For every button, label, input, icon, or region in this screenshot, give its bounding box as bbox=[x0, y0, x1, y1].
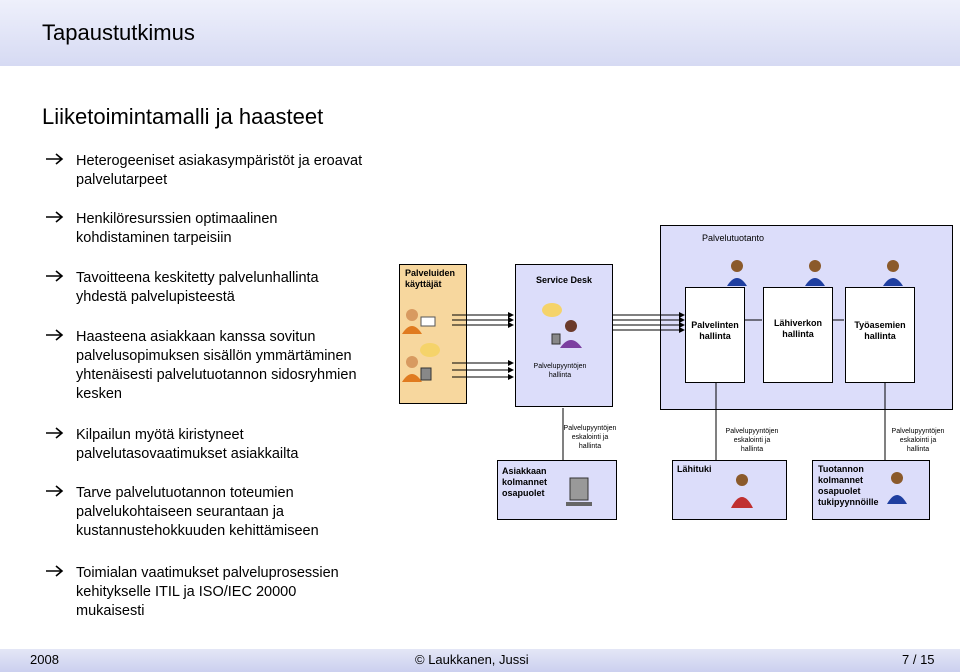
connector-lines bbox=[452, 312, 886, 460]
technician-icon bbox=[731, 474, 753, 508]
workstation-box bbox=[845, 287, 915, 383]
support-agent-icon bbox=[542, 303, 582, 348]
slide-title: Tapaustutkimus bbox=[42, 20, 195, 45]
staff-icon bbox=[883, 260, 903, 286]
staff-icon bbox=[727, 260, 747, 286]
service-desk-label: Service Desk bbox=[535, 275, 593, 285]
service-desk-box bbox=[515, 264, 613, 407]
vendor-box bbox=[812, 460, 930, 520]
arrow-icon bbox=[46, 270, 64, 282]
partners-box bbox=[497, 460, 617, 520]
server-box bbox=[685, 287, 745, 383]
arrow-icon bbox=[46, 427, 64, 439]
footer-page: 7 / 15 bbox=[902, 652, 935, 667]
header-band bbox=[0, 0, 960, 66]
local-support-label: Lähituki bbox=[677, 464, 712, 474]
lan-box bbox=[763, 287, 833, 383]
arrow-icon bbox=[46, 211, 64, 223]
footer-year: 2008 bbox=[30, 652, 59, 667]
arrow-icon bbox=[46, 485, 64, 497]
footer-band bbox=[0, 649, 960, 672]
computer-icon bbox=[566, 477, 592, 506]
speech-bubble-icon bbox=[420, 343, 440, 357]
user-icon bbox=[402, 309, 436, 334]
production-label: Palvelutuotanto bbox=[701, 233, 765, 243]
footer-copyright: © Laukkanen, Jussi bbox=[415, 652, 529, 667]
arrow-icon bbox=[46, 329, 64, 341]
section-title: Liiketoimintamalli ja haasteet bbox=[42, 104, 324, 129]
arrow-icon bbox=[46, 153, 64, 165]
arrow-icon bbox=[46, 565, 64, 577]
local-support-box bbox=[672, 460, 787, 520]
staff-icon bbox=[887, 472, 907, 504]
staff-icon bbox=[805, 260, 825, 286]
user-icon bbox=[402, 356, 432, 382]
